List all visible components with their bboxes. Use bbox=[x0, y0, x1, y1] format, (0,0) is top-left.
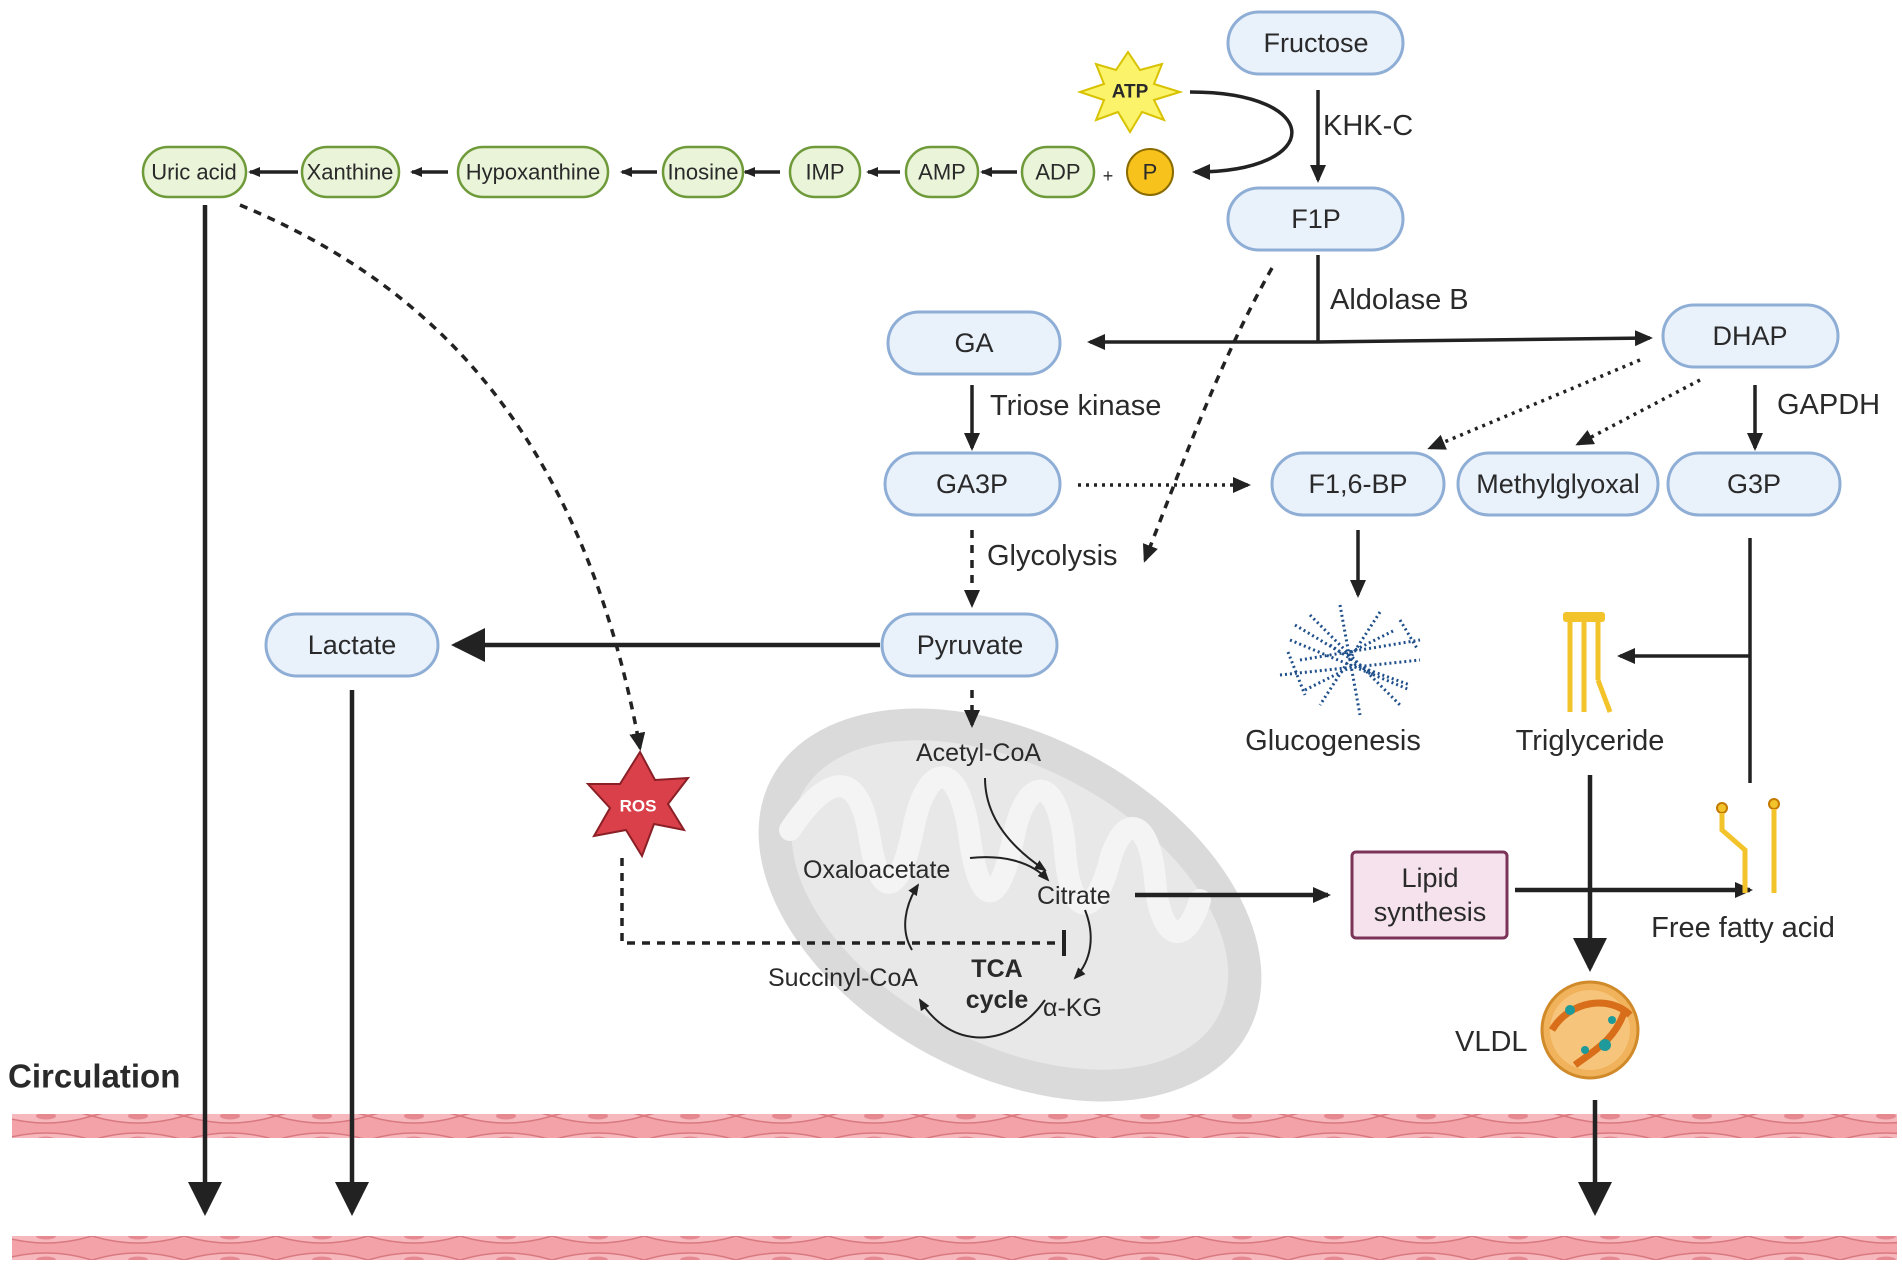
node-ga3p: GA3P bbox=[883, 451, 1062, 517]
label-citrate: Citrate bbox=[1037, 882, 1111, 910]
label-succinyl-coa: Succinyl-CoA bbox=[768, 964, 918, 992]
node-ga: GA bbox=[886, 310, 1062, 376]
vessel-wall-top bbox=[12, 1114, 1897, 1138]
svg-text:F1,6-BP: F1,6-BP bbox=[1308, 469, 1407, 499]
node-lactate: Lactate bbox=[264, 612, 440, 678]
svg-text:ROS: ROS bbox=[620, 797, 657, 816]
svg-text:GA: GA bbox=[954, 328, 993, 358]
svg-text:GA3P: GA3P bbox=[936, 469, 1008, 499]
svg-text:DHAP: DHAP bbox=[1712, 321, 1787, 351]
phosphate-icon: P bbox=[1126, 148, 1174, 196]
label-free-fatty-acid: Free fatty acid bbox=[1651, 912, 1835, 944]
node-hypoxanthine: Hypoxanthine bbox=[456, 145, 610, 199]
enzyme-khk-c: KHK-C bbox=[1323, 110, 1413, 142]
node-pyruvate: Pyruvate bbox=[880, 612, 1059, 678]
svg-text:F1P: F1P bbox=[1291, 204, 1341, 234]
atp-star-icon: ATP bbox=[1076, 50, 1184, 134]
svg-text:Uric acid: Uric acid bbox=[151, 160, 237, 185]
free-fatty-acid-icon bbox=[1716, 798, 1780, 893]
svg-text:Inosine: Inosine bbox=[668, 160, 739, 185]
node-lipid-synthesis: Lipid synthesis bbox=[1350, 850, 1509, 940]
svg-text:IMP: IMP bbox=[805, 160, 844, 185]
plus-sign: + bbox=[1103, 166, 1114, 186]
glycogen-icon bbox=[1279, 604, 1421, 716]
label-triglyceride: Triglyceride bbox=[1516, 725, 1665, 757]
svg-text:Fructose: Fructose bbox=[1263, 28, 1368, 58]
connectors bbox=[188, 90, 1763, 1216]
vessel-wall-bottom bbox=[12, 1236, 1897, 1260]
svg-text:Hypoxanthine: Hypoxanthine bbox=[466, 160, 601, 185]
node-uric-acid: Uric acid bbox=[141, 145, 248, 199]
node-inosine: Inosine bbox=[661, 145, 745, 199]
node-dhap: DHAP bbox=[1661, 303, 1840, 369]
label-acetyl-coa: Acetyl-CoA bbox=[916, 739, 1041, 767]
node-g3p: G3P bbox=[1666, 451, 1842, 517]
node-xanthine: Xanthine bbox=[300, 145, 401, 199]
svg-text:Lactate: Lactate bbox=[308, 630, 397, 660]
label-alpha-kg: α-KG bbox=[1043, 994, 1102, 1022]
label-cycle: cycle bbox=[966, 986, 1029, 1014]
label-glycolysis: Glycolysis bbox=[987, 540, 1118, 572]
node-methylglyoxal: Methylglyoxal bbox=[1456, 451, 1660, 517]
svg-text:Pyruvate: Pyruvate bbox=[917, 630, 1024, 660]
enzyme-triose-kinase: Triose kinase bbox=[990, 390, 1161, 422]
triglyceride-icon bbox=[1563, 612, 1613, 713]
svg-text:Lipid: Lipid bbox=[1401, 863, 1458, 893]
ros-star-icon: ROS bbox=[585, 750, 691, 859]
enzyme-aldolase-b: Aldolase B bbox=[1330, 284, 1469, 316]
label-glucogenesis: Glucogenesis bbox=[1245, 725, 1421, 757]
node-adp: ADP bbox=[1020, 145, 1096, 199]
mitochondrion bbox=[758, 708, 1262, 1102]
svg-text:Xanthine: Xanthine bbox=[307, 160, 394, 185]
vldl-icon bbox=[1540, 980, 1640, 1080]
node-f16bp: F1,6-BP bbox=[1270, 451, 1446, 517]
label-tca: TCA bbox=[971, 955, 1022, 983]
svg-text:AMP: AMP bbox=[918, 160, 966, 185]
svg-text:synthesis: synthesis bbox=[1374, 897, 1487, 927]
enzyme-gapdh: GAPDH bbox=[1777, 389, 1880, 421]
node-imp: IMP bbox=[788, 145, 862, 199]
svg-text:ADP: ADP bbox=[1035, 160, 1080, 185]
svg-text:ATP: ATP bbox=[1112, 82, 1149, 103]
svg-text:Methylglyoxal: Methylglyoxal bbox=[1476, 469, 1640, 499]
node-fructose: Fructose bbox=[1226, 10, 1405, 76]
label-oxaloacetate: Oxaloacetate bbox=[803, 856, 950, 884]
label-vldl: VLDL bbox=[1455, 1026, 1528, 1058]
node-amp: AMP bbox=[904, 145, 980, 199]
svg-text:G3P: G3P bbox=[1727, 469, 1781, 499]
node-f1p: F1P bbox=[1226, 186, 1405, 252]
label-circulation: Circulation bbox=[8, 1058, 180, 1095]
svg-text:P: P bbox=[1143, 160, 1158, 185]
